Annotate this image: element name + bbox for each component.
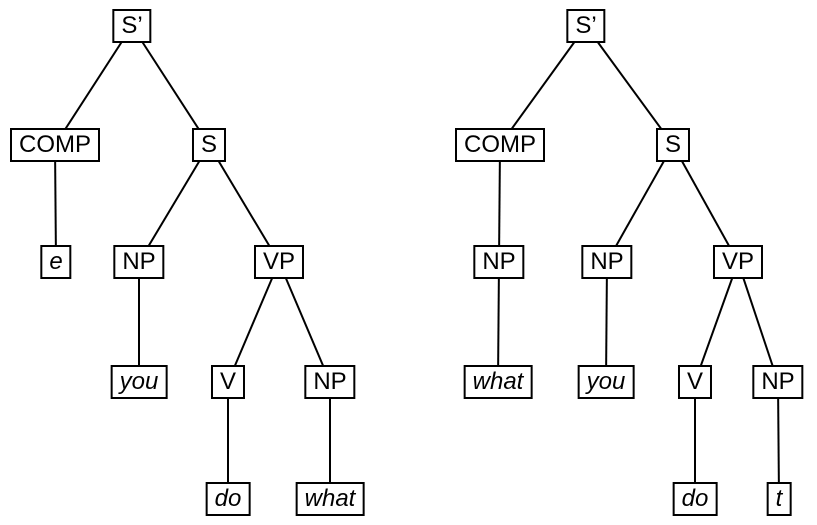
tree-edge-left-tree-vp-np-obj xyxy=(278,261,331,383)
tree-edge-left-tree-s-np-subj xyxy=(138,144,210,263)
tree-edge-left-tree-comp-e xyxy=(54,144,57,263)
tree-node-right-tree-you: you xyxy=(577,365,635,399)
tree-edge-right-tree-vp-v xyxy=(694,261,739,383)
tree-node-left-tree-do: do xyxy=(205,482,251,516)
tree-edge-right-tree-np-comp-what xyxy=(497,261,500,383)
tree-node-left-tree-you: you xyxy=(110,365,168,399)
tree-node-right-tree-do: do xyxy=(672,482,718,516)
tree-node-right-tree-vp: VP xyxy=(712,245,764,279)
tree-edge-right-tree-s-np-subj xyxy=(606,144,674,263)
tree-node-left-tree-what: what xyxy=(295,482,365,516)
tree-node-left-tree-v: V xyxy=(210,365,246,399)
tree-node-left-tree-e: e xyxy=(40,245,72,279)
tree-node-left-tree-comp: COMP xyxy=(10,128,100,162)
tree-node-left-tree-np-obj: NP xyxy=(304,365,356,399)
tree-edge-left-tree-s-vp xyxy=(208,144,280,263)
tree-edge-left-tree-s-bar-s xyxy=(131,25,210,146)
tree-node-left-tree-s-bar: S’ xyxy=(112,9,152,43)
tree-edge-right-tree-comp-np-comp xyxy=(498,144,501,263)
tree-node-left-tree-np-subj: NP xyxy=(113,245,165,279)
tree-node-right-tree-v: V xyxy=(677,365,713,399)
tree-edge-right-tree-s-bar-s xyxy=(585,25,674,146)
tree-edge-right-tree-vp-np-obj xyxy=(737,261,779,383)
tree-node-left-tree-s: S xyxy=(191,128,227,162)
tree-edge-left-tree-s-bar-comp xyxy=(54,25,133,146)
tree-edge-right-tree-s-bar-comp xyxy=(499,25,587,146)
tree-edge-right-tree-np-obj-t xyxy=(777,381,780,500)
tree-node-right-tree-t: t xyxy=(766,482,792,516)
tree-node-right-tree-s-bar: S’ xyxy=(566,9,606,43)
tree-node-left-tree-vp: VP xyxy=(253,245,305,279)
tree-edge-right-tree-np-subj-you xyxy=(605,261,608,383)
tree-node-right-tree-s: S xyxy=(655,128,691,162)
tree-edge-right-tree-s-vp xyxy=(672,144,739,263)
tree-node-right-tree-np-subj: NP xyxy=(581,245,633,279)
tree-node-right-tree-what: what xyxy=(463,365,533,399)
tree-node-right-tree-comp: COMP xyxy=(455,128,545,162)
tree-node-right-tree-np-comp: NP xyxy=(473,245,525,279)
tree-node-right-tree-np-obj: NP xyxy=(752,365,804,399)
tree-edge-left-tree-vp-v xyxy=(227,261,280,383)
